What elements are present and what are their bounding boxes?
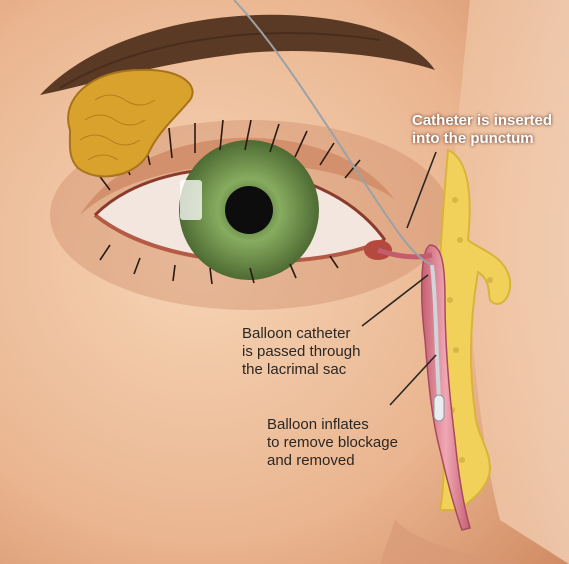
label-catheter-inserted: Catheter is inserted into the punctum xyxy=(412,112,552,148)
iris-reflection xyxy=(180,180,202,220)
label-balloon-inflates: Balloon inflates to remove blockage and … xyxy=(267,416,398,470)
catheter-balloon xyxy=(434,395,444,421)
pupil xyxy=(225,186,273,234)
label-balloon-catheter-passed: Balloon catheter is passed through the l… xyxy=(242,325,360,379)
